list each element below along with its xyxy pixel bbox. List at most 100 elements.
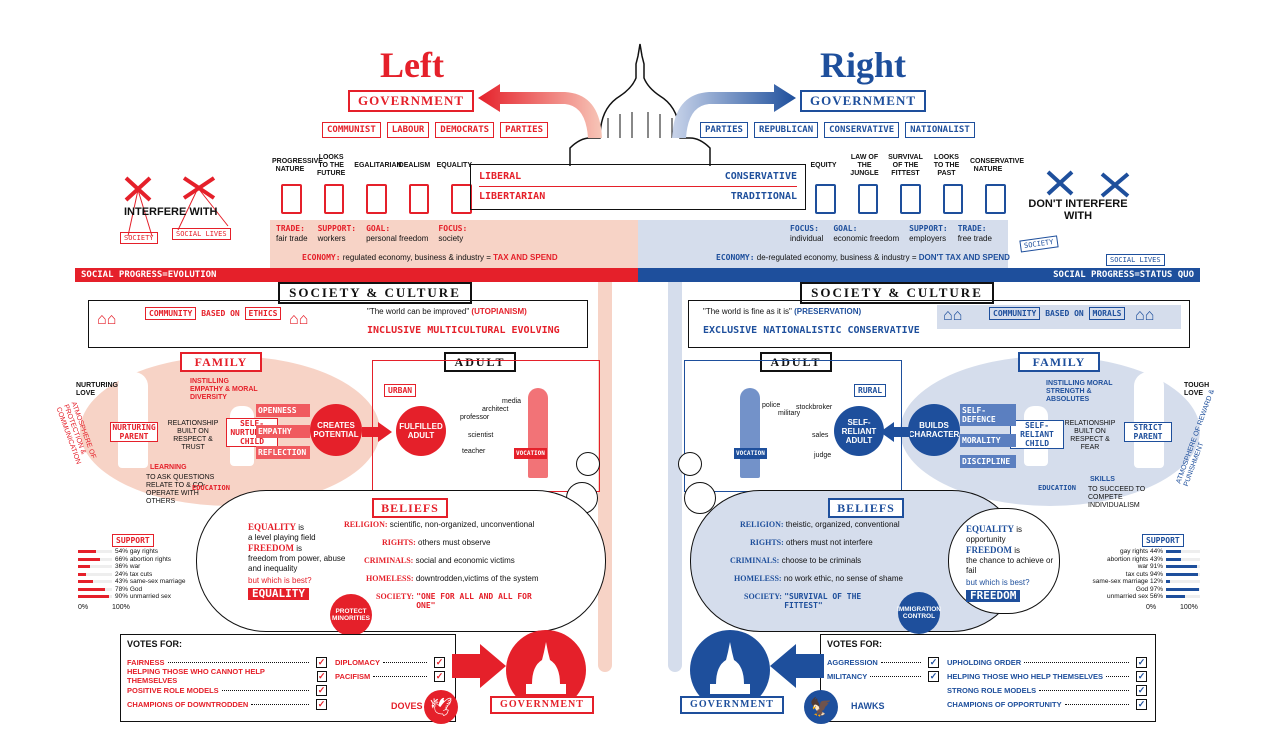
support-bar [1166, 587, 1199, 591]
support-label: 54% gay rights [115, 548, 158, 556]
belief-value: others must not interfere [786, 538, 873, 547]
vote-label: DIPLOMACY [335, 657, 380, 667]
pillar-column [900, 184, 921, 214]
checkbox-icon: ✓ [316, 698, 327, 710]
support-bar-track [78, 565, 112, 569]
left-arrow [478, 84, 602, 138]
pillar-column [366, 184, 387, 214]
right-skills-title: SKILLS [1090, 476, 1115, 483]
society-culture-left: SOCIETY & CULTURE [278, 282, 472, 304]
support-row: God 97% [1030, 586, 1200, 594]
left-dome-icon [526, 642, 566, 694]
job-military: military [778, 410, 801, 417]
left-tag-society: SOCIETY [120, 232, 158, 244]
fulfilled-adult-text: FULFILLED ADULT [399, 422, 443, 440]
pillar-label: LOOKS TO THE PAST [933, 154, 960, 177]
community-label: COMMUNITY [145, 307, 197, 320]
equality-key: EQUALITY [248, 522, 297, 532]
pillar-column [985, 184, 1006, 214]
label-traditional: TRADITIONAL [730, 191, 797, 202]
support-label: 90% unmarried sex [115, 593, 171, 601]
left-traits: OPENNESS EMPATHY REFLECTION [256, 402, 310, 467]
vote-label: STRONG ROLE MODELS [947, 685, 1037, 695]
vote-label: CHAMPIONS OF OPPORTUNITY [947, 699, 1062, 709]
left-parent-figure [118, 372, 148, 468]
social-progress-left-text: SOCIAL PROGRESS=EVOLUTION [81, 270, 217, 280]
creates-potential-text: CREATES POTENTIAL [313, 421, 359, 439]
right-tag-society: SOCIETY [1019, 235, 1059, 253]
right-adult-arrow [880, 422, 910, 442]
right-economy: ECONOMY: de-regulated economy, business … [716, 253, 1010, 263]
party-labour: LABOUR [386, 122, 430, 138]
right-axis-max: 100% [1180, 604, 1198, 611]
left-quote: "The world can be improved" (UTOPIANISM) [367, 307, 527, 317]
quote-text: "The world can be improved" [367, 307, 470, 316]
checkbox-icon: ✓ [928, 656, 939, 668]
quote-text: "The world is fine as it is" [703, 307, 792, 316]
left-family-banner: FAMILY [180, 352, 262, 372]
left-society-box: ⌂⌂ COMMUNITY BASED ON ETHICS ⌂⌂ "The wor… [88, 300, 588, 348]
right-puppet-icon [1046, 170, 1130, 198]
immigration-control-text: IMMIGRATION CONTROL [897, 606, 941, 620]
house-icons-left: ⌂⌂ [97, 311, 117, 328]
belief-key: HOMELESS: [734, 574, 782, 583]
support-row: same-sex marriage 12% [1030, 578, 1200, 586]
support-bar [78, 587, 105, 591]
belief-key: HOMELESS: [366, 574, 414, 583]
support-label: God 97% [1135, 585, 1163, 593]
job-police: police [762, 402, 781, 409]
fact-key: GOAL: [366, 224, 391, 233]
right-votes-title: VOTES FOR: [827, 639, 883, 649]
fact-key: GOAL: [833, 224, 858, 233]
hawks-label: HAWKS [851, 701, 885, 711]
belief-value: downtrodden,victims of the system [415, 574, 539, 583]
right-self-reliant-adult: SELF-RELIANT ADULT [834, 406, 884, 456]
left-party-list: COMMUNIST LABOUR DEMOCRATS PARTIES [322, 122, 549, 138]
job-teacher: teacher [462, 448, 486, 455]
title-left: Left [380, 45, 444, 85]
pillar-column [451, 184, 472, 214]
freedom-value: the chance to achieve or fail [966, 556, 1054, 575]
left-society-values: INCLUSIVE MULTICULTURAL EVOLVING [367, 325, 560, 336]
freedom-value: freedom from power, abuse and inequality [248, 554, 346, 573]
fact-value: free trade [957, 234, 992, 243]
job-judge: judge [814, 452, 832, 459]
support-label: abortion rights 43% [1106, 555, 1163, 563]
belief-key: RIGHTS: [382, 538, 416, 547]
left-education-label: EDUCATION [192, 484, 230, 492]
right-education-label: EDUCATION [1038, 484, 1076, 492]
based-on-label: BASED ON [1045, 309, 1084, 318]
left-beliefs-list: RELIGION: scientific, non-organized, unc… [344, 520, 644, 610]
checkbox-icon: ✓ [1136, 656, 1147, 668]
left-vote-arrow [452, 644, 506, 688]
support-row: war 91% [1030, 563, 1200, 571]
belief-value: theistic, organized, conventional [785, 520, 900, 529]
community-label: COMMUNITY [989, 307, 1041, 320]
left-equality-block: EQUALITY is a level playing field FREEDO… [248, 522, 348, 600]
support-row: 43% same-sex marriage [78, 578, 248, 586]
support-label: unmarried sex 56% [1107, 593, 1163, 601]
community-right: COMMUNITY BASED ON MORALS [989, 307, 1126, 320]
trait-self-defence: SELF-DEFENCE [960, 404, 1016, 426]
job-media: media [502, 398, 522, 405]
left-adult-banner: ADULT [444, 352, 516, 372]
fact-value: fair trade [276, 234, 308, 243]
right-society-values: EXCLUSIVE NATIONALISTIC CONSERVATIVE [703, 325, 920, 336]
support-row: gay rights 44% [1030, 548, 1200, 556]
belief-key: CRIMINALS: [364, 556, 414, 565]
economy-emphasis: TAX AND SPEND [493, 253, 558, 262]
pillar-column [323, 184, 345, 214]
trait-empathy: EMPATHY [256, 425, 310, 438]
checkbox-icon: ✓ [316, 656, 327, 668]
right-government-bottom: GOVERNMENT [680, 696, 784, 714]
vote-item: MILITANCY✓ [827, 669, 939, 683]
job-professor: professor [460, 414, 490, 421]
right-equality-block: EQUALITY is opportunity FREEDOM is the c… [966, 524, 1056, 602]
vote-label: CHAMPIONS OF DOWNTRODDEN [127, 699, 249, 709]
party-parties-left: PARTIES [500, 122, 549, 138]
left-votes-title: VOTES FOR: [127, 639, 183, 649]
left-creates-potential: CREATES POTENTIAL [310, 404, 362, 456]
left-adult-figure [528, 388, 548, 478]
vote-item: HELPING THOSE WHO CANNOT HELP THEMSELVES… [127, 667, 327, 685]
left-adult-arrow [362, 422, 392, 442]
